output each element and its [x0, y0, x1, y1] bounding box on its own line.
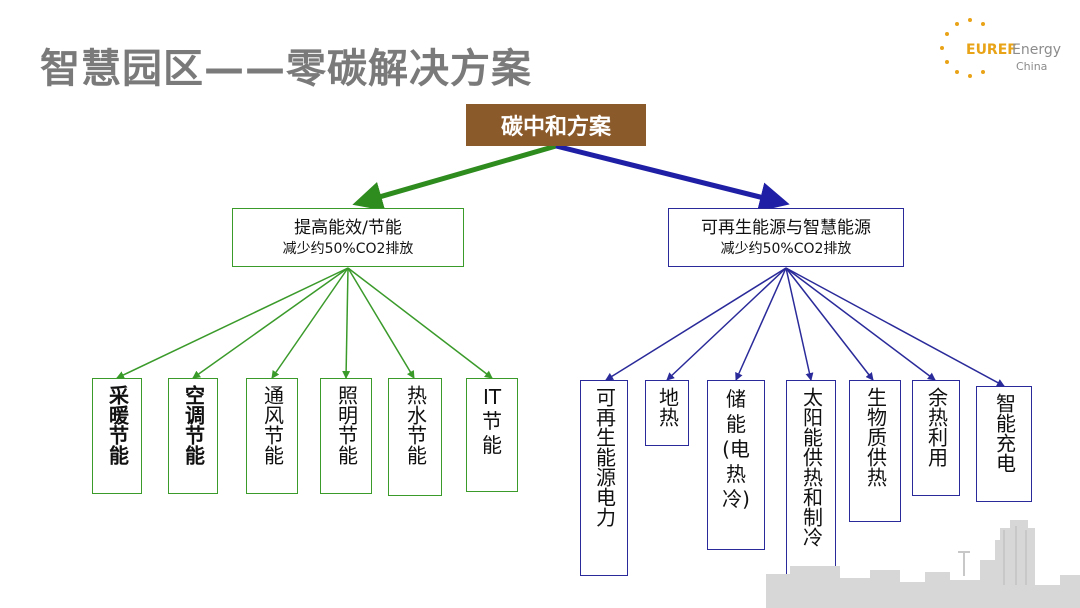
- leaf-label: IT节能: [482, 385, 502, 457]
- right-connector-3: [735, 267, 787, 381]
- branch-renewable: 可再生能源与智慧能源 减少约50%CO2排放: [668, 208, 904, 267]
- star-ring-icon: [940, 18, 985, 78]
- logo-brand: EUREF: [966, 42, 1017, 58]
- left-connector-6: [347, 267, 493, 379]
- root-to-left-arrow: [352, 143, 557, 211]
- branch-subtitle: 减少约50%CO2排放: [720, 240, 852, 257]
- leaf-label: 空调节能: [181, 385, 206, 465]
- leaf-label: 地热: [655, 387, 680, 427]
- branch-title: 可再生能源与智慧能源: [701, 217, 871, 238]
- leaf-geothermal: 地热: [645, 380, 689, 446]
- branch-title: 提高能效/节能: [294, 217, 402, 238]
- leaf-label: 热水节能: [403, 385, 428, 465]
- right-connector-2: [666, 267, 787, 381]
- leaf-label: 智能充电: [992, 393, 1017, 473]
- logo-region: China: [1016, 60, 1048, 73]
- left-connector-3: [271, 267, 349, 379]
- right-connector-4: [785, 267, 814, 381]
- leaf-renewable-power: 可再生能源电力: [580, 380, 628, 576]
- right-connector-6: [785, 267, 936, 381]
- right-connector-7: [785, 267, 1005, 387]
- leaf-label: 照明节能: [334, 385, 359, 465]
- leaf-waste-heat: 余热利用: [912, 380, 960, 496]
- leaf-biomass-heating: 生物质供热: [849, 380, 901, 522]
- logo-word: Energy: [1012, 42, 1062, 58]
- leaf-energy-storage: 储能(电热冷): [707, 380, 765, 550]
- leaf-smart-charging: 智能充电: [976, 386, 1032, 502]
- root-node: 碳中和方案: [466, 104, 646, 146]
- left-connector-1: [116, 267, 349, 379]
- root-to-right-arrow: [555, 143, 790, 212]
- leaf-label: 可再生能源电力: [592, 387, 617, 527]
- leaf-aircon-saving: 空调节能: [168, 378, 218, 494]
- leaf-label: 储能(电热冷): [722, 387, 750, 511]
- left-connector-5: [347, 267, 415, 379]
- branch-efficiency: 提高能效/节能 减少约50%CO2排放: [232, 208, 464, 267]
- leaf-label: 采暖节能: [105, 385, 130, 465]
- leaf-ventilation-saving: 通风节能: [246, 378, 298, 494]
- left-connector-2: [192, 267, 349, 379]
- branch-subtitle: 减少约50%CO2排放: [282, 240, 414, 257]
- leaf-lighting-saving: 照明节能: [320, 378, 372, 494]
- euref-logo: EUREF Energy China: [932, 14, 1072, 84]
- right-connector-5: [785, 267, 874, 381]
- leaf-label: 生物质供热: [863, 387, 888, 487]
- leaf-it-saving: IT节能: [466, 378, 518, 492]
- leaf-label: 余热利用: [924, 387, 949, 467]
- leaf-hotwater-saving: 热水节能: [388, 378, 442, 496]
- leaf-label: 通风节能: [260, 385, 285, 465]
- right-connector-1: [605, 267, 787, 381]
- leaf-solar-heating-cooling: 太阳能供热和制冷: [786, 380, 836, 600]
- leaf-label: 太阳能供热和制冷: [799, 387, 824, 547]
- left-connector-4: [342, 267, 351, 379]
- page-title: 智慧园区——零碳解决方案: [40, 46, 532, 92]
- leaf-heating-saving: 采暖节能: [92, 378, 142, 494]
